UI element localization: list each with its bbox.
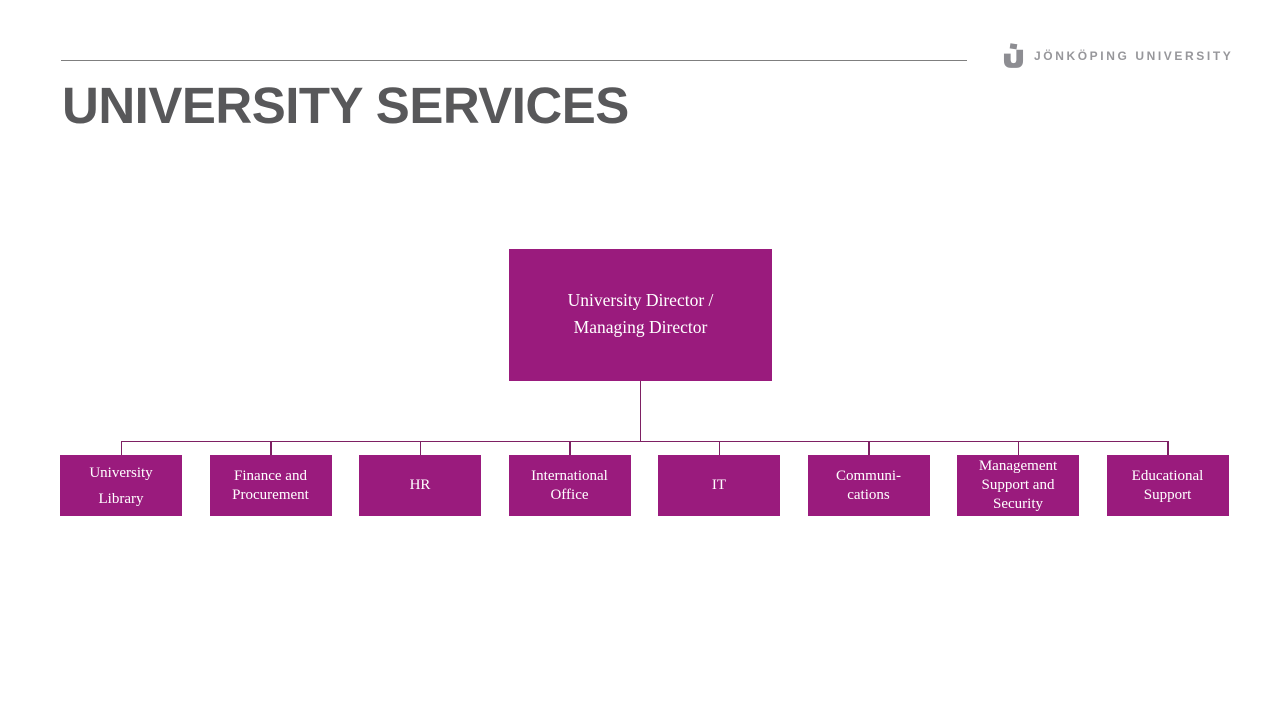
logo-wordmark: JÖNKÖPING UNIVERSITY [1034,49,1234,63]
org-node-international-office: International Office [508,455,631,516]
org-node-finance-and-procurement: Finance and Procurement [209,455,332,516]
university-logo: JÖNKÖPING UNIVERSITY [1003,41,1233,69]
org-node-it: IT [658,455,780,516]
org-node-university-director: University Director / Managing Director [509,249,772,381]
org-node-hr: HR [359,455,481,516]
page-title: UNIVERSITY SERVICES [62,77,629,134]
connector-stub [419,440,421,455]
org-node-communications: Communi- cations [807,455,930,516]
connector-stub [270,440,272,455]
ju-monogram-icon [1003,42,1024,69]
connector-stub [1017,440,1019,455]
connector-stub [718,440,720,455]
connector-stub [868,440,870,455]
org-node-management-support-and-security: Management Support and Security [957,455,1079,516]
header-separator-line [61,59,967,61]
connector-root-vertical [639,381,641,442]
org-node-university-library: University Library [60,455,182,516]
org-node-educational-support: Educational Support [1106,455,1229,516]
connector-horizontal-bus [121,440,1168,442]
connector-stub [569,440,571,455]
connector-stub [120,440,122,455]
connector-stub [1167,440,1169,455]
